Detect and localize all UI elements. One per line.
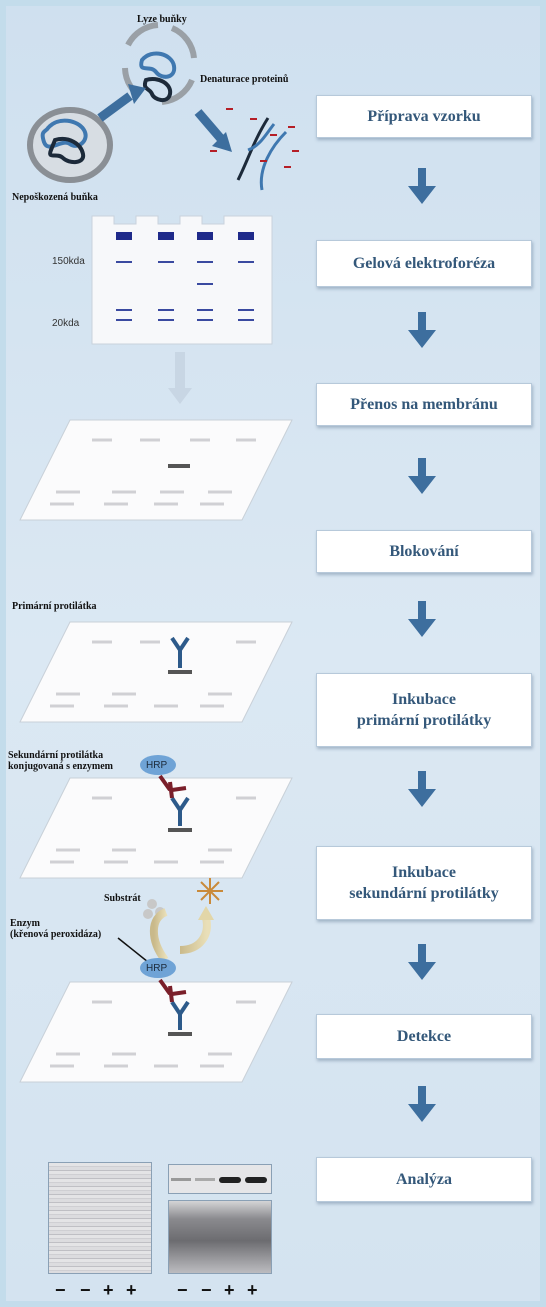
process-arrow-icon — [97, 92, 133, 122]
marker-150kda: 150kda — [52, 256, 85, 267]
step-label: Detekce — [396, 1028, 452, 1045]
lane-sign: − — [177, 1280, 188, 1300]
down-arrow-icon — [408, 168, 436, 204]
down-arrow-icon — [408, 771, 436, 807]
label-protein-denaturation: Denaturace proteinů — [200, 74, 289, 85]
step-sample-preparation: Příprava vzorku — [316, 95, 532, 138]
label-substrate: Substrát — [104, 893, 141, 904]
label-primary-antibody: Primární protilátka — [12, 601, 97, 612]
down-arrow-icon — [408, 458, 436, 494]
hrp-label: HRP — [146, 963, 168, 974]
step-label: Gelová elektroforéza — [352, 255, 496, 272]
lane-sign: − — [80, 1280, 91, 1300]
lane-sign: + — [247, 1280, 258, 1300]
process-arrow-icon — [194, 109, 226, 143]
process-arrow-icon — [128, 84, 146, 104]
step-label: Inkubace sekundární protilátky — [349, 864, 499, 902]
light-signal-icon — [197, 878, 223, 904]
label-secondary-antibody: Sekundární protilátka konjugovaná s enzy… — [8, 750, 114, 772]
lane-sign: − — [55, 1280, 66, 1300]
step-membrane-transfer: Přenos na membránu — [316, 383, 532, 426]
label-enzyme: Enzym (křenová peroxidáza) — [10, 918, 102, 940]
lane-sign: + — [224, 1280, 235, 1300]
membrane-icon — [19, 419, 293, 521]
secondary-antibody-icon — [158, 774, 187, 799]
label-cell-lysis: Lyze buňky — [137, 14, 187, 25]
membrane-secondary-icon — [19, 774, 293, 879]
step-secondary-antibody-incubation: Inkubace sekundární protilátky — [316, 846, 532, 920]
product-arrow-icon — [179, 917, 211, 954]
primary-antibody-icon — [170, 796, 190, 826]
intact-cell-icon — [27, 107, 113, 183]
membrane-primary-icon — [19, 621, 293, 723]
step-gel-electrophoresis: Gelová elektroforéza — [316, 240, 532, 287]
coomassie-gel-image — [48, 1162, 152, 1274]
substrate-arrow-icon — [149, 908, 169, 963]
step-label: Blokování — [389, 543, 459, 560]
lane-sign: + — [103, 1280, 114, 1300]
primary-antibody-icon — [170, 636, 190, 668]
down-arrow-icon — [408, 601, 436, 637]
western-blot-target-image — [168, 1164, 272, 1194]
step-label: Přenos na membránu — [350, 396, 498, 413]
denatured-protein-icon — [210, 108, 299, 191]
membrane-detection-icon — [19, 978, 293, 1083]
down-arrow-icon — [408, 1086, 436, 1122]
hrp-label: HRP — [146, 760, 168, 771]
down-arrow-icon — [408, 944, 436, 980]
down-arrow-icon — [408, 312, 436, 348]
step-detection: Detekce — [316, 1014, 532, 1059]
process-arrow-icon — [212, 132, 232, 152]
step-blocking: Blokování — [316, 530, 532, 573]
step-label: Inkubace primární protilátky — [356, 691, 492, 729]
lane-sign: + — [126, 1280, 137, 1300]
lane-sign: − — [201, 1280, 212, 1300]
transfer-arrow-icon — [168, 388, 192, 404]
step-label: Analýza — [396, 1171, 452, 1188]
label-intact-cell: Nepoškozená buňka — [12, 192, 98, 203]
western-blot-loading-image — [168, 1200, 272, 1274]
gel-icon — [91, 215, 273, 345]
hrp-enzyme-icon — [140, 958, 176, 978]
marker-20kda: 20kda — [52, 318, 80, 329]
step-primary-antibody-incubation: Inkubace primární protilátky — [316, 673, 532, 747]
step-label: Příprava vzorku — [367, 108, 481, 125]
step-analysis: Analýza — [316, 1157, 532, 1202]
hrp-enzyme-icon — [140, 755, 176, 775]
